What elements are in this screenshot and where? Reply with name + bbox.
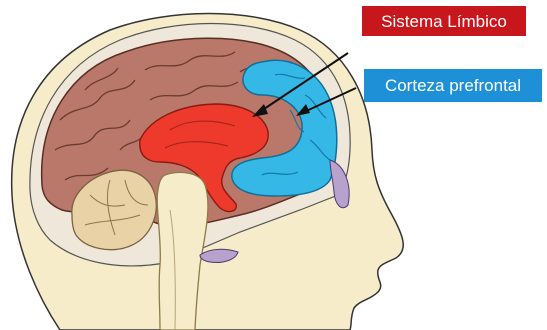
limbic-system-label: Sistema Límbico — [362, 6, 526, 36]
prefrontal-cortex-label: Corteza prefrontal — [364, 69, 542, 102]
